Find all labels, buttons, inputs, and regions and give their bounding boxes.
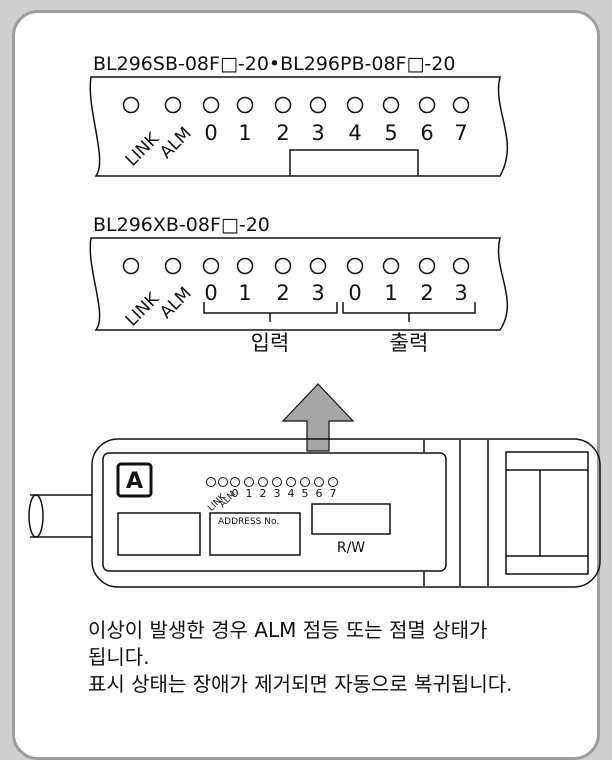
bracket-output <box>342 302 476 322</box>
panel2-digit-3: 3 <box>311 281 324 305</box>
panel1-digit-4: 4 <box>348 121 361 145</box>
device-led-3 <box>244 477 254 487</box>
panel2-led-8 <box>418 257 436 275</box>
panel2-digit-7: 3 <box>454 281 467 305</box>
input-group-label: 입력 <box>251 331 290 355</box>
panel1-led-8 <box>418 96 436 114</box>
alm-label-1: ALM <box>156 123 195 162</box>
panel2-led-3 <box>236 257 254 275</box>
bracket-input <box>203 302 338 322</box>
panel2-digit-6: 2 <box>420 281 433 305</box>
panel2-led-7 <box>382 257 400 275</box>
led-row-2 <box>122 257 470 275</box>
panel2-digit-0: 0 <box>204 281 217 305</box>
panel1-digit-3: 3 <box>311 121 324 145</box>
device-led-7 <box>300 477 310 487</box>
model-label-xb: BL296XB-08F□-20 <box>93 214 270 236</box>
output-group-label: 출력 <box>390 331 429 355</box>
panel1-led-0 <box>122 96 140 114</box>
panel2-led-0 <box>122 257 140 275</box>
panel1-led-7 <box>382 96 400 114</box>
device-led-8 <box>314 477 324 487</box>
panel2-led-4 <box>274 257 292 275</box>
device-led-2 <box>230 477 240 487</box>
logo-letter: A <box>126 469 143 494</box>
panel1-digit-6: 6 <box>420 121 433 145</box>
note-line-3: 표시 상태는 장애가 제거되면 자동으로 복귀됩니다. <box>88 672 513 696</box>
panel1-digit-1: 1 <box>238 121 251 145</box>
device-digit-5: 5 <box>302 487 309 500</box>
panel2-digit-2: 2 <box>276 281 289 305</box>
panel1-led-1 <box>164 96 182 114</box>
model-label-sb-pb: BL296SB-08F□-20•BL296PB-08F□-20 <box>93 53 456 75</box>
alm-label-2: ALM <box>156 283 195 322</box>
panel2-digit-4: 0 <box>348 281 361 305</box>
rw-label: R/W <box>337 540 365 556</box>
device-digit-7: 7 <box>330 487 337 500</box>
panel2-led-2 <box>202 257 220 275</box>
device-digit-1: 1 <box>246 487 253 500</box>
panel1-digit-5: 5 <box>384 121 397 145</box>
bracket-4-7 <box>289 149 419 176</box>
device-digit-6: 6 <box>316 487 323 500</box>
device-digit-2: 2 <box>260 487 267 500</box>
panel2-digit-1: 1 <box>238 281 251 305</box>
panel2-led-5 <box>309 257 327 275</box>
panel1-led-2 <box>202 96 220 114</box>
rw-window <box>311 503 391 535</box>
device-digit-4: 4 <box>288 487 295 500</box>
address-window <box>209 512 301 556</box>
panel1-led-9 <box>452 96 470 114</box>
panel1-led-4 <box>274 96 292 114</box>
device-digit-0: 0 <box>232 487 239 500</box>
led-panel-1 <box>89 76 509 177</box>
note-text: 이상이 발생한 경우 ALM 점등 또는 점멸 상태가 됩니다. 표시 상태는 … <box>88 617 608 698</box>
panel1-led-5 <box>309 96 327 114</box>
panel2-led-9 <box>452 257 470 275</box>
device-led-9 <box>328 477 338 487</box>
zoom-arrow-icon <box>281 383 355 452</box>
device-led-1 <box>218 477 228 487</box>
address-label: ADDRESS No. <box>218 517 279 527</box>
device-digit-3: 3 <box>274 487 281 500</box>
device-led-0 <box>206 477 216 487</box>
panel1-digit-2: 2 <box>276 121 289 145</box>
device-led-row <box>206 477 338 487</box>
device-body <box>28 438 601 588</box>
note-line-1: 이상이 발생한 경우 ALM 점등 또는 점멸 상태가 <box>88 618 488 642</box>
logo-badge <box>116 462 153 498</box>
device-led-4 <box>258 477 268 487</box>
panel2-led-6 <box>346 257 364 275</box>
device-slot-left <box>117 512 201 556</box>
led-row-1 <box>122 96 470 114</box>
panel1-led-6 <box>346 96 364 114</box>
panel1-digit-7: 7 <box>454 121 467 145</box>
device-led-5 <box>272 477 282 487</box>
panel1-led-3 <box>236 96 254 114</box>
panel2-led-1 <box>164 257 182 275</box>
led-panel-2 <box>89 237 509 331</box>
figure-card <box>12 10 600 760</box>
panel2-digit-5: 1 <box>384 281 397 305</box>
note-line-2: 됩니다. <box>88 645 150 669</box>
panel1-digit-0: 0 <box>204 121 217 145</box>
device-led-6 <box>286 477 296 487</box>
